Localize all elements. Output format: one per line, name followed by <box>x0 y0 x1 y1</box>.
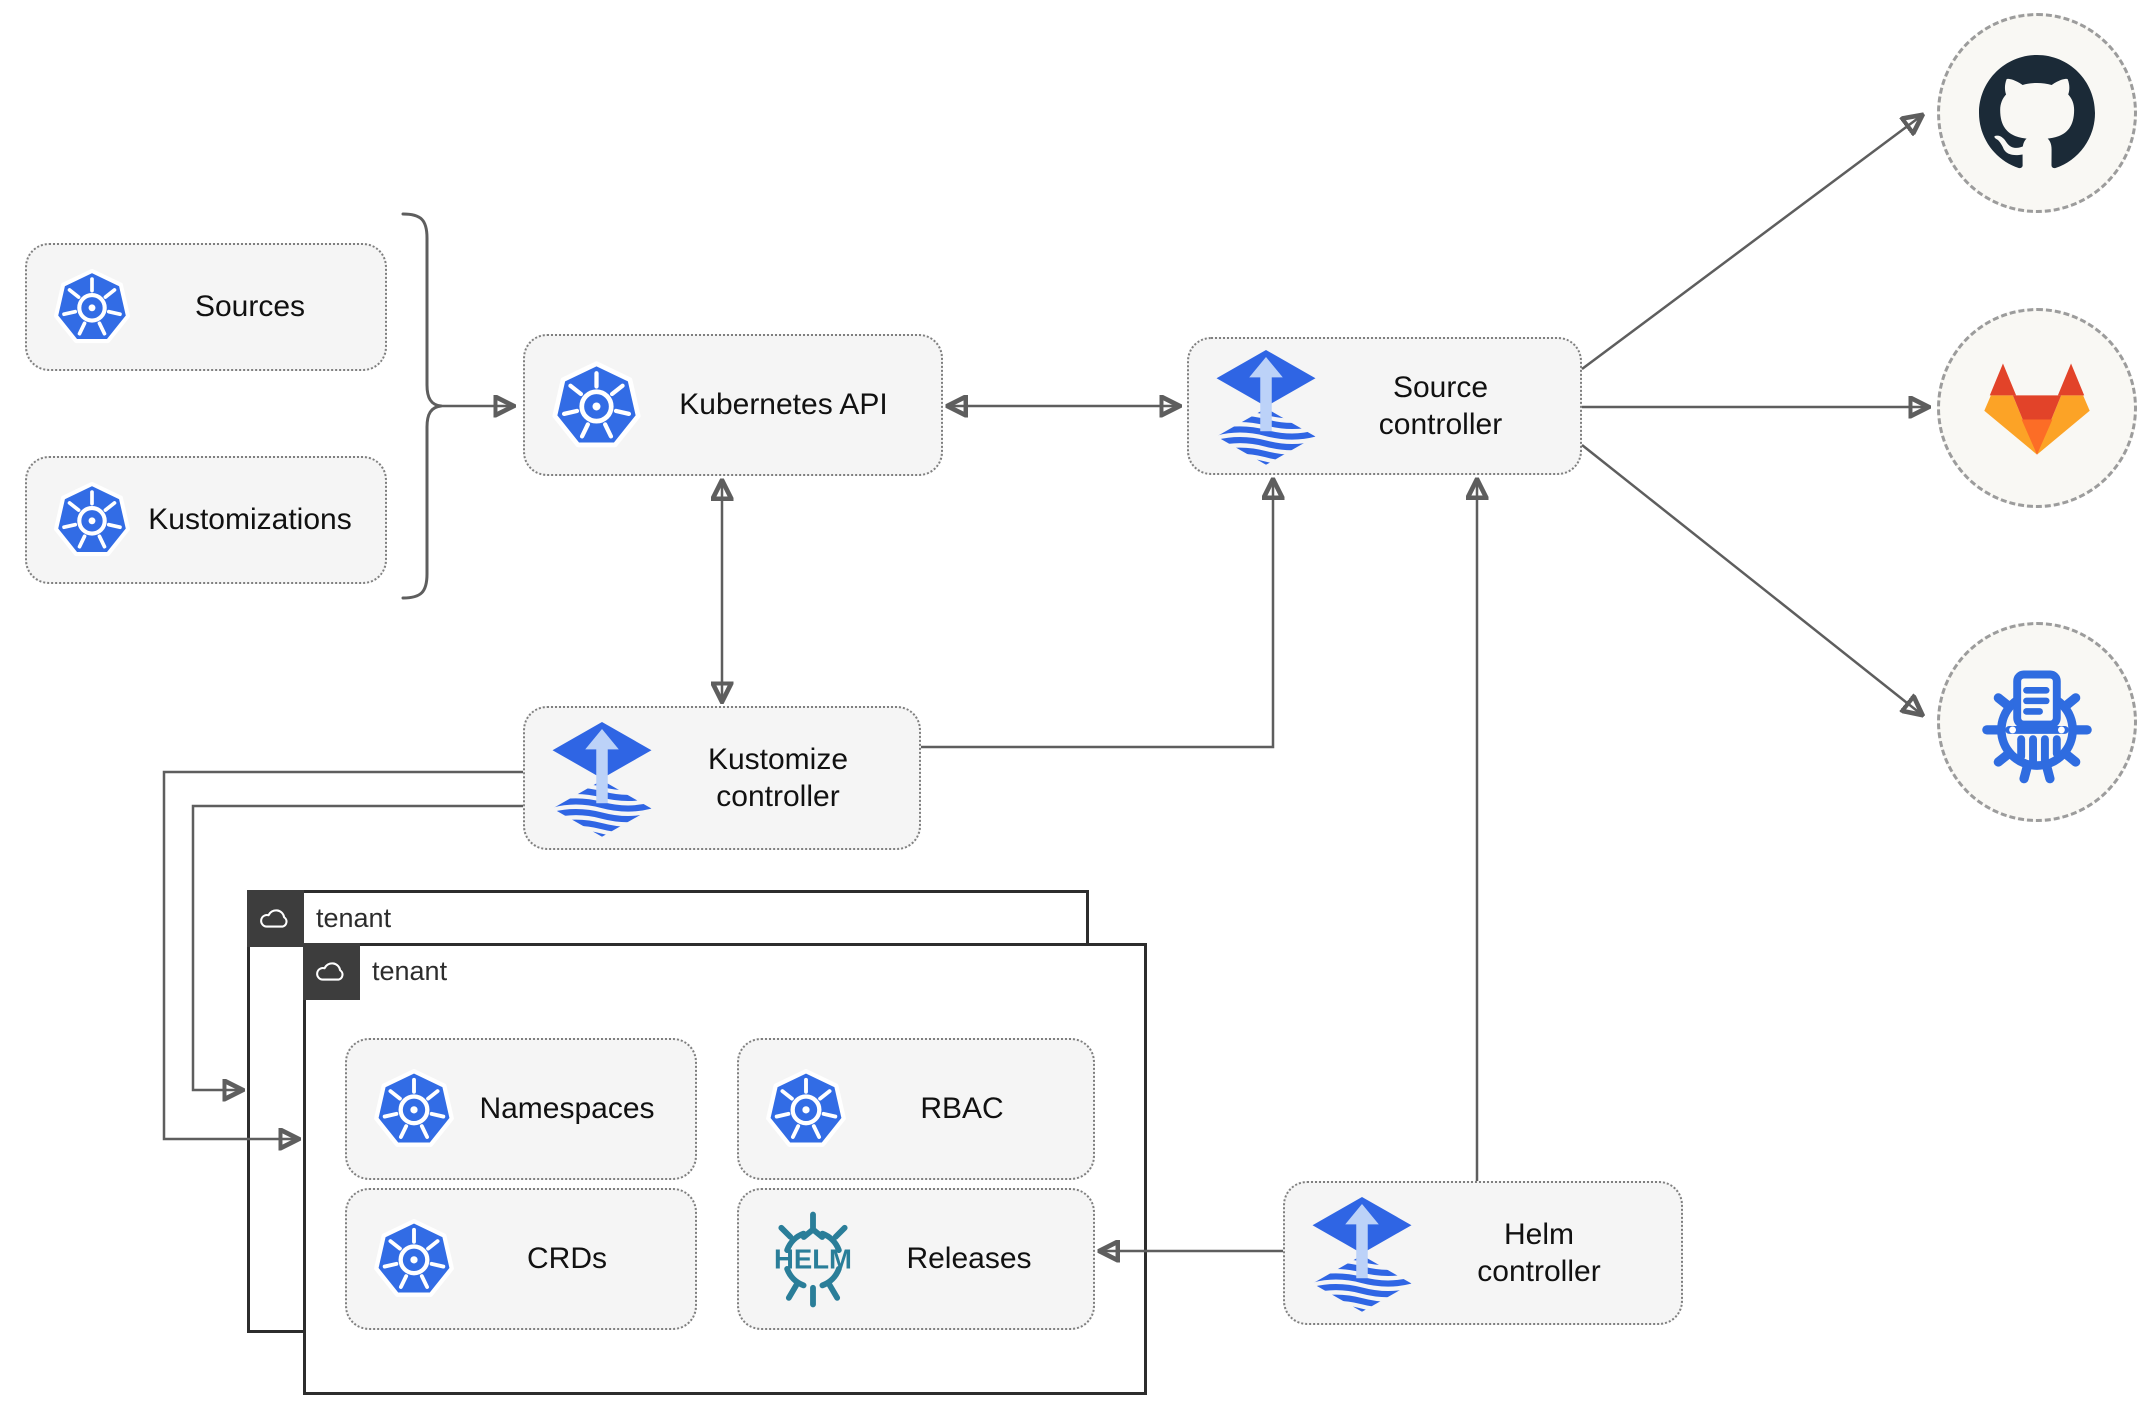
kustomizations-node: Kustomizations <box>25 456 387 584</box>
kustomize-controller-node: Kustomize controller <box>523 706 921 850</box>
node-label: Sources <box>194 290 306 324</box>
node-label: Helm controller <box>1477 1217 1601 1289</box>
github-endpoint <box>1937 13 2137 213</box>
github-icon <box>1979 55 2095 171</box>
node-label: RBAC <box>920 1092 1004 1126</box>
node-label: CRDs <box>527 1242 607 1276</box>
kubernetes-icon <box>371 1216 457 1302</box>
chartmuseum-endpoint <box>1937 622 2137 822</box>
kubernetes-icon <box>763 1066 849 1152</box>
rbac-node: RBAC <box>737 1038 1095 1180</box>
chartmuseum-icon <box>1971 656 2103 788</box>
node-label: Kubernetes API <box>679 388 888 422</box>
helm-logo-text: HELM <box>774 1243 852 1274</box>
tenant-badge <box>247 890 304 947</box>
sources-node: Sources <box>25 243 387 371</box>
flux-icon <box>1213 348 1319 465</box>
tenant-badge <box>303 943 360 1000</box>
edge-source-controller-to-chartmuseum <box>1581 444 1921 714</box>
node-label: Kustomize controller <box>707 742 849 814</box>
flux-icon <box>1309 1195 1415 1312</box>
helm-controller-node: Helm controller <box>1283 1181 1683 1325</box>
crds-node: CRDs <box>345 1188 697 1330</box>
source-controller-node: Source controller <box>1187 337 1582 475</box>
edge-bracket <box>401 212 443 600</box>
edge-source-controller-to-github <box>1581 116 1921 371</box>
gitlab-icon <box>1982 358 2092 459</box>
tenant-label: tenant <box>316 903 392 933</box>
node-label: Namespaces <box>479 1092 655 1126</box>
kubernetes-api-node: Kubernetes API <box>523 334 943 476</box>
kubernetes-icon <box>549 358 644 453</box>
node-label: Releases <box>906 1242 1032 1276</box>
kubernetes-icon <box>51 479 133 561</box>
cloud-icon <box>259 906 293 931</box>
gitlab-endpoint <box>1937 308 2137 508</box>
flux-icon <box>549 720 655 837</box>
tenant-label: tenant <box>372 956 448 986</box>
edge-kustomize-controller-to-source-controller <box>921 481 1273 749</box>
kubernetes-icon <box>371 1066 457 1152</box>
helm-logo-icon: HELM <box>763 1211 863 1308</box>
cloud-icon <box>315 959 349 984</box>
node-label: Kustomizations <box>148 503 352 537</box>
releases-node: HELM Releases <box>737 1188 1095 1330</box>
node-label: Source controller <box>1378 370 1503 442</box>
kubernetes-icon <box>51 266 133 348</box>
namespaces-node: Namespaces <box>345 1038 697 1180</box>
